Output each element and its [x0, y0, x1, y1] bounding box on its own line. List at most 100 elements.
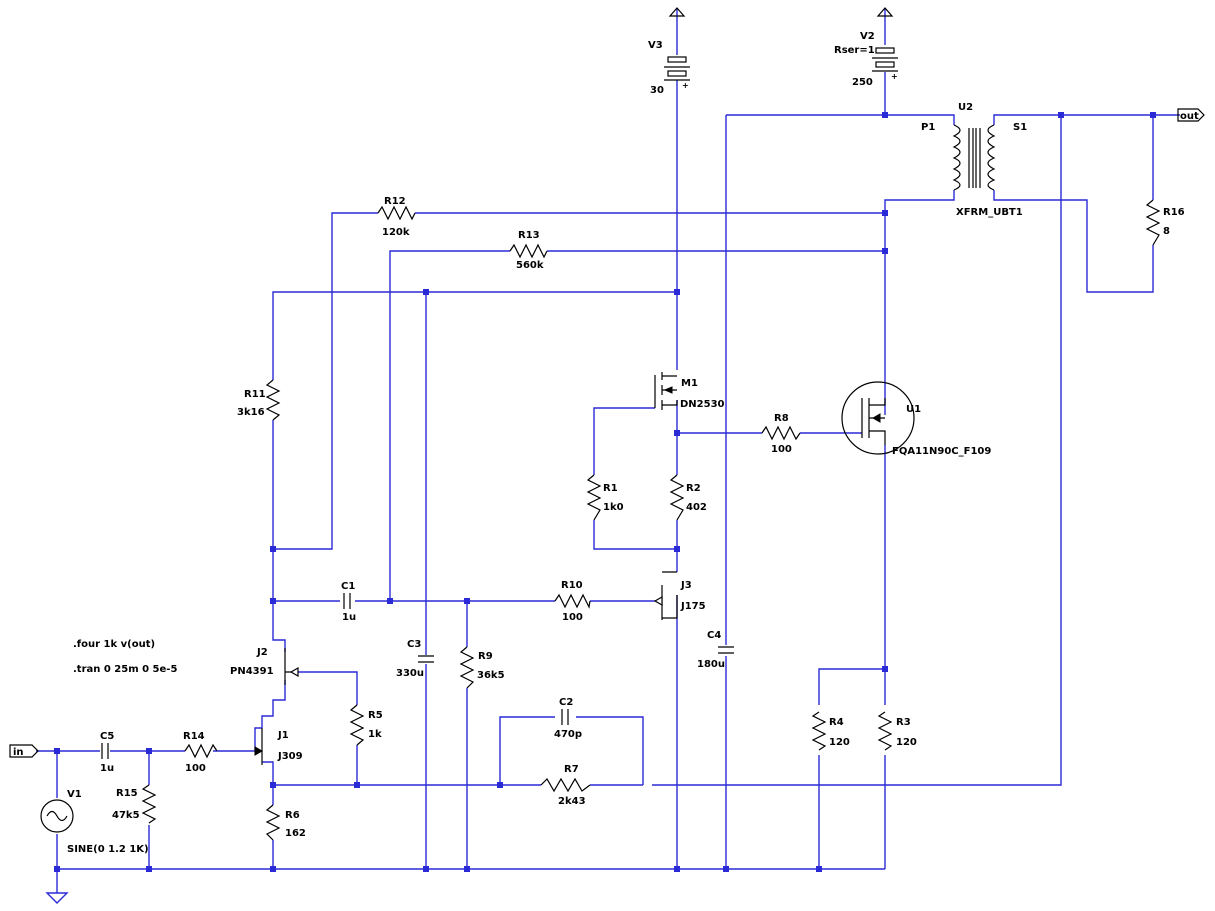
wires	[36, 8, 1180, 893]
junctions	[54, 112, 1156, 872]
capacitor-c4[interactable]: C4 180u	[697, 630, 734, 670]
c3-value: 330u	[396, 668, 424, 679]
r12-name: R12	[384, 196, 406, 207]
c3-name: C3	[407, 639, 421, 650]
r11-value: 3k16	[237, 407, 265, 418]
r10-name: R10	[561, 580, 583, 591]
input-port-label: in	[13, 747, 24, 758]
j1-value: J309	[277, 751, 303, 762]
ground-symbol	[45, 892, 69, 904]
source-v3[interactable]: + V3 30	[648, 40, 690, 96]
jfet-j2[interactable]: J2 PN4391	[230, 647, 299, 685]
transformer-u2[interactable]: U2 P1 S1 XFRM_UBT1	[921, 102, 1027, 218]
u2-primary: P1	[921, 122, 935, 133]
resistor-r14[interactable]: R14 100	[183, 731, 218, 774]
resistor-r13[interactable]: R13 560k	[509, 230, 548, 271]
c1-value: 1u	[342, 612, 356, 623]
resistor-r1[interactable]: R1 1k0	[586, 474, 624, 521]
supply-arrow-v3	[668, 7, 686, 17]
v1-value: SINE(0 1.2 1K)	[67, 844, 149, 855]
resistor-r10[interactable]: R10 100	[554, 580, 591, 623]
resistor-r5[interactable]: R5 1k	[349, 704, 383, 746]
c1-name: C1	[341, 581, 355, 592]
r10-value: 100	[562, 612, 583, 623]
v3-name: V3	[648, 40, 663, 51]
j3-value: J175	[680, 601, 706, 612]
r2-name: R2	[686, 483, 701, 494]
capacitor-c2[interactable]: C2 470p	[554, 697, 582, 740]
resistor-r12[interactable]: R12 120k	[377, 196, 416, 238]
r7-value: 2k43	[558, 796, 586, 807]
r8-name: R8	[774, 413, 789, 424]
r1-value: 1k0	[603, 502, 624, 513]
r16-name: R16	[1163, 207, 1185, 218]
resistor-r9[interactable]: R9 36k5	[459, 646, 505, 689]
r6-value: 162	[285, 828, 306, 839]
u2-value: XFRM_UBT1	[956, 207, 1023, 218]
r14-name: R14	[183, 731, 205, 742]
r6-name: R6	[285, 810, 300, 821]
directive-tran[interactable]: .tran 0 25m 0 5e-5	[73, 664, 177, 675]
resistor-r16[interactable]: R16 8	[1145, 199, 1185, 246]
c2-value: 470p	[554, 729, 582, 740]
jfet-j3[interactable]: J3 J175	[653, 571, 706, 620]
r2-value: 402	[686, 502, 707, 513]
svg-text:+: +	[682, 81, 689, 90]
resistor-r2[interactable]: R2 402	[669, 474, 707, 521]
mosfet-u1[interactable]: U1 FQA11N90C_F109	[841, 381, 991, 457]
r15-name: R15	[116, 788, 138, 799]
r5-name: R5	[368, 710, 383, 721]
capacitor-c5[interactable]: C5 1u	[100, 731, 114, 774]
j3-name: J3	[680, 580, 692, 591]
v2-value: 250	[852, 77, 873, 88]
r16-value: 8	[1163, 226, 1170, 237]
r4-name: R4	[829, 717, 844, 728]
output-port-label: out	[1180, 111, 1199, 122]
r14-value: 100	[185, 763, 206, 774]
j2-name: J2	[256, 647, 268, 658]
r9-name: R9	[478, 651, 493, 662]
resistor-r4[interactable]: R4 120	[811, 711, 850, 751]
supply-arrow-v2	[876, 7, 894, 17]
r7-name: R7	[564, 764, 579, 775]
c4-value: 180u	[697, 659, 725, 670]
svg-text:+: +	[891, 72, 898, 81]
r3-name: R3	[896, 717, 911, 728]
mosfet-m1[interactable]: M1 DN2530	[654, 372, 725, 410]
r3-value: 120	[896, 737, 917, 748]
spice-directives: .four 1k v(out) .tran 0 25m 0 5e-5	[73, 639, 177, 675]
r13-name: R13	[518, 230, 540, 241]
r13-value: 560k	[516, 260, 544, 271]
r12-value: 120k	[382, 227, 410, 238]
m1-value: DN2530	[680, 399, 725, 410]
v2-name: V2	[860, 31, 875, 42]
directive-four[interactable]: .four 1k v(out)	[73, 639, 155, 650]
c4-name: C4	[707, 630, 721, 641]
source-v1[interactable]: V1 SINE(0 1.2 1K)	[40, 789, 149, 855]
r15-value: 47k5	[112, 810, 140, 821]
resistor-r7[interactable]: R7 2k43	[540, 764, 591, 807]
r9-value: 36k5	[477, 670, 505, 681]
r1-name: R1	[603, 483, 618, 494]
capacitor-c3[interactable]: C3 330u	[396, 639, 434, 679]
r11-name: R11	[244, 389, 266, 400]
resistor-r6[interactable]: R6 162	[265, 804, 306, 841]
output-port[interactable]: out	[1177, 108, 1205, 122]
capacitor-c1[interactable]: C1 1u	[341, 581, 356, 623]
j2-value: PN4391	[230, 666, 274, 677]
c5-value: 1u	[100, 763, 114, 774]
c2-name: C2	[559, 697, 573, 708]
source-v2[interactable]: + V2 Rser=1 250	[834, 31, 898, 88]
v1-name: V1	[67, 789, 82, 800]
resistor-r3[interactable]: R3 120	[877, 711, 917, 751]
v2-rser: Rser=1	[834, 45, 875, 56]
m1-name: M1	[681, 378, 698, 389]
resistor-r11[interactable]: R11 3k16	[237, 379, 281, 421]
r4-value: 120	[829, 737, 850, 748]
resistor-r15[interactable]: R15 47k5	[112, 784, 157, 824]
u2-secondary: S1	[1013, 122, 1027, 133]
jfet-j1[interactable]: J1 J309	[254, 728, 303, 765]
input-port[interactable]: in	[9, 744, 39, 758]
resistor-r8[interactable]: R8 100	[761, 413, 801, 455]
